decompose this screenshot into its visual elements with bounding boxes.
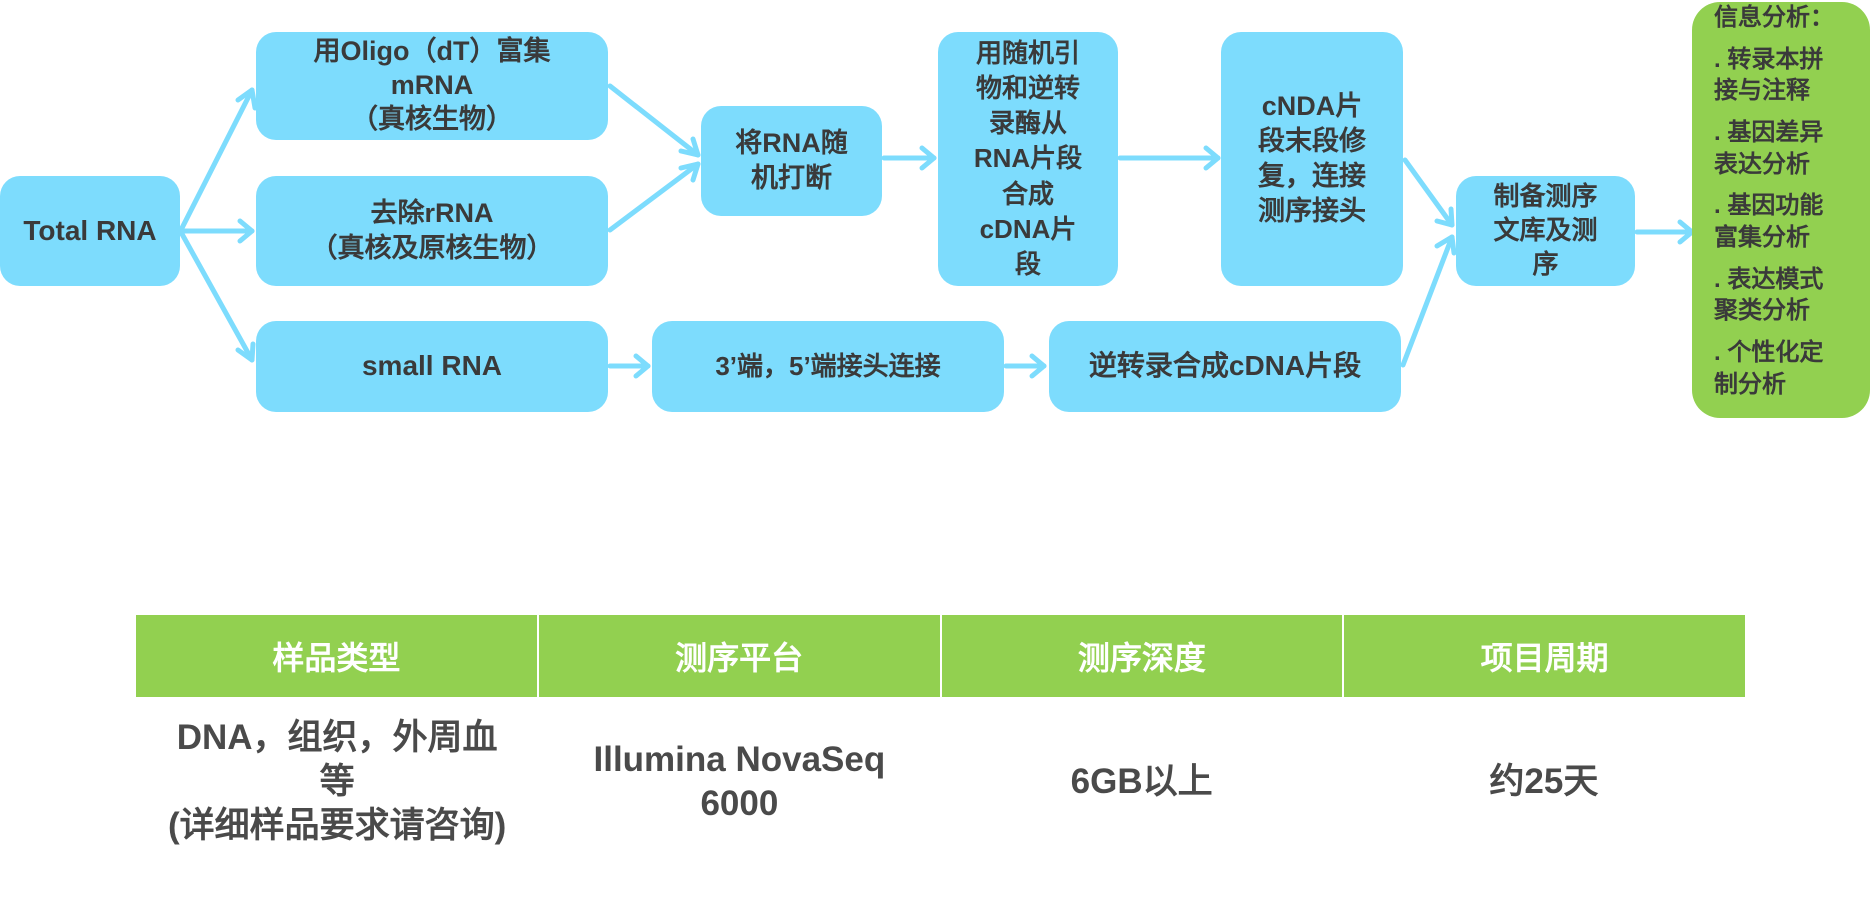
oligo-enrich-box: 用Oligo（dT）富集 mRNA （真核生物） — [256, 32, 608, 140]
random-primer-line-4: RNA片段 — [973, 143, 1083, 174]
analysis-line-3: 接与注释 — [1714, 77, 1810, 105]
small-rna-box: small RNA — [256, 321, 608, 412]
project-info-table: 样品类型 测序平台 测序深度 项目周期 DNA，组织，外周血 等 (详细样品要求… — [136, 615, 1745, 867]
table-row: DNA，组织，外周血 等 (详细样品要求请咨询) Illumina NovaSe… — [136, 697, 1745, 867]
period-value: 约25天 — [1489, 762, 1599, 802]
fragment-box: 将RNA随 机打断 — [701, 106, 882, 216]
library-line-1: 制备测序 — [1493, 181, 1598, 212]
reverse-transcription-box: 逆转录合成cDNA片段 — [1049, 321, 1401, 412]
analysis-line-7: 富集分析 — [1714, 224, 1810, 252]
random-primer-line-2: 物和逆转 — [975, 73, 1080, 104]
analysis-line-2: . 转录本拼 — [1714, 45, 1824, 73]
platform-line-2: 6000 — [700, 784, 779, 823]
random-primer-line-6: cDNA片 — [979, 213, 1077, 244]
table-header-row: 样品类型 测序平台 测序深度 项目周期 — [136, 615, 1745, 697]
sample-line-1: DNA，组织，外周血 — [176, 718, 498, 758]
rrna-line-2: （真核及原核生物） — [310, 233, 554, 263]
header-depth: 测序深度 — [941, 615, 1345, 697]
library-seq-box: 制备测序 文库及测 序 — [1456, 176, 1635, 286]
analysis-line-11: 制分析 — [1714, 370, 1786, 398]
cnda-line-1: cNDA片 — [1261, 90, 1363, 121]
analysis-line-10: . 个性化定 — [1714, 339, 1824, 367]
analysis-line-6: . 基因功能 — [1714, 192, 1824, 220]
analysis-line-8: . 表达模式 — [1714, 265, 1824, 293]
cnda-line-4: 测序接头 — [1258, 196, 1366, 227]
rrna-removal-box: 去除rRNA （真核及原核生物） — [256, 176, 608, 286]
random-primer-line-7: 段 — [1014, 248, 1041, 279]
oligo-line-1: 用Oligo（dT）富集 — [313, 36, 551, 67]
analysis-line-1: 信息分析： — [1714, 4, 1834, 31]
reverse-transcription-label: 逆转录合成cDNA片段 — [1088, 350, 1362, 382]
random-primer-line-1: 用随机引 — [975, 38, 1080, 69]
oligo-line-3: （真核生物） — [351, 103, 513, 134]
sample-line-2: 等 — [319, 762, 355, 802]
analysis-line-9: 聚类分析 — [1714, 297, 1810, 325]
cell-platform: Illumina NovaSeq 6000 — [538, 697, 940, 867]
analysis-box: 信息分析： . 转录本拼 接与注释 . 基因差异 表达分析 . 基因功能 富集分… — [1692, 2, 1870, 418]
adapter-ligation-box: 3’端，5’端接头连接 — [652, 321, 1004, 412]
header-sample-type: 样品类型 — [136, 615, 539, 697]
adapter-ligation-label: 3’端，5’端接头连接 — [715, 350, 941, 381]
library-line-2: 文库及测 — [1493, 215, 1598, 246]
cnda-repair-box: cNDA片 段末段修 复，连接 测序接头 — [1221, 32, 1403, 286]
cnda-line-2: 段末段修 — [1258, 125, 1366, 156]
small-rna-label: small RNA — [361, 350, 503, 382]
header-platform: 测序平台 — [538, 615, 942, 697]
random-primer-box: 用随机引 物和逆转 录酶从 RNA片段 合成 cDNA片 段 — [938, 32, 1118, 286]
analysis-line-4: . 基因差异 — [1714, 119, 1824, 147]
library-line-3: 序 — [1532, 248, 1559, 279]
cell-sample-type: DNA，组织，外周血 等 (详细样品要求请咨询) — [136, 697, 538, 867]
cell-depth: 6GB以上 — [941, 697, 1343, 867]
fragment-line-2: 机打断 — [751, 163, 832, 193]
fragment-line-1: 将RNA随 — [735, 127, 848, 158]
sample-line-3: (详细样品要求请咨询) — [167, 805, 507, 845]
rrna-line-1: 去除rRNA — [370, 197, 494, 228]
random-primer-line-3: 录酶从 — [988, 108, 1067, 139]
platform-line-1: Illumina NovaSeq — [593, 740, 886, 780]
depth-value: 6GB以上 — [1070, 762, 1213, 802]
cnda-line-3: 复，连接 — [1258, 161, 1366, 191]
oligo-line-2: mRNA — [390, 70, 474, 101]
header-period: 项目周期 — [1344, 615, 1745, 697]
random-primer-line-5: 合成 — [1001, 178, 1054, 209]
analysis-line-5: 表达分析 — [1714, 150, 1810, 178]
total-rna-label: Total RNA — [23, 214, 157, 246]
total-rna-box: Total RNA — [0, 176, 180, 286]
cell-period: 约25天 — [1343, 697, 1745, 867]
